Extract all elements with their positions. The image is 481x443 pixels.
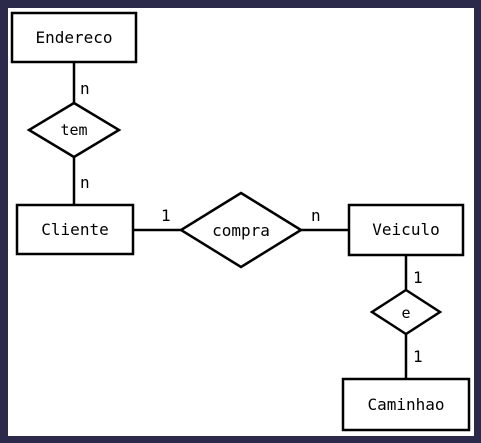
cardinality-labels: n n 1 n 1 1: [80, 79, 423, 366]
cardinality-e-caminhao: 1: [413, 347, 423, 366]
cardinality-cliente-compra: 1: [161, 206, 171, 225]
entity-endereco[interactable]: Endereco: [10, 11, 138, 64]
cardinality-tem-cliente: n: [80, 173, 90, 192]
cardinality-compra-veiculo: n: [311, 206, 321, 225]
relationship-e[interactable]: e: [369, 288, 443, 336]
relationship-compra-label: compra: [212, 221, 270, 240]
relationship-tem-label: tem: [60, 121, 87, 139]
relationship-tem[interactable]: tem: [26, 101, 122, 159]
entity-veiculo-label: Veiculo: [372, 220, 439, 239]
connectors: [72, 62, 408, 379]
entity-endereco-label: Endereco: [35, 28, 112, 47]
entity-caminhao-label: Caminhao: [367, 395, 444, 414]
entity-cliente-label: Cliente: [41, 220, 108, 239]
cardinality-endereco-tem: n: [80, 79, 90, 98]
cardinality-veiculo-e: 1: [413, 268, 423, 287]
relationship-compra[interactable]: compra: [178, 191, 304, 269]
entity-caminhao[interactable]: Caminhao: [341, 377, 471, 432]
entity-cliente[interactable]: Cliente: [15, 203, 135, 256]
relationship-e-label: e: [401, 304, 410, 322]
entity-veiculo[interactable]: Veiculo: [347, 203, 465, 257]
